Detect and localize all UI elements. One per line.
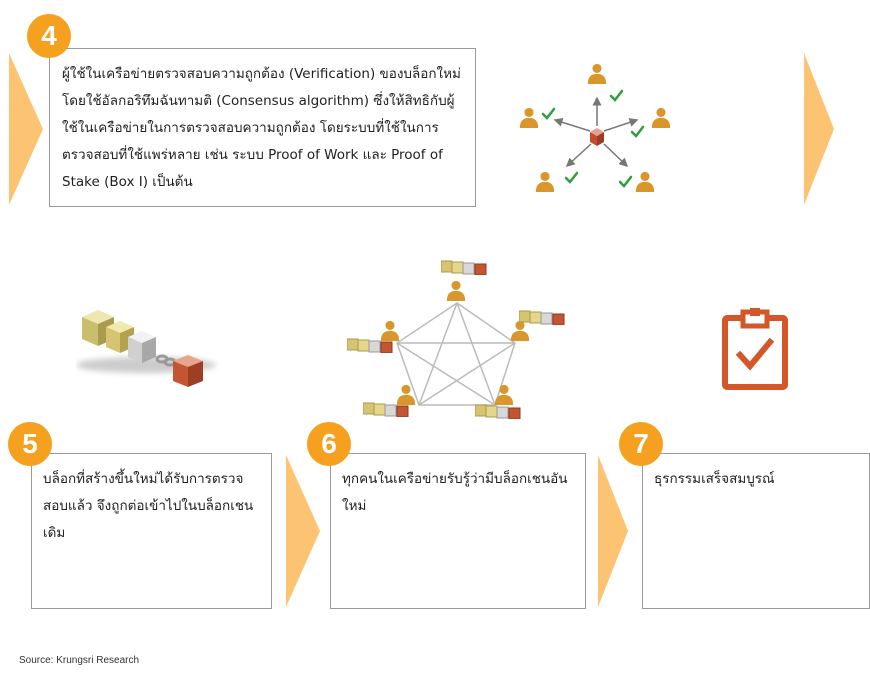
step-5-box: บล็อกที่สร้างขึ้นใหม่ได้รับการตรวจสอบแล้… (31, 453, 272, 609)
step-6-text: ทุกคนในเครือข่ายรับรู้ว่ามีบล็อกเชนอันให… (342, 471, 568, 514)
step-6-badge: 6 (307, 422, 351, 466)
step-7-text: ธุรกรรมเสร็จสมบูรณ์ (654, 471, 775, 487)
arrow-chevron-left (9, 53, 43, 205)
step-6-box: ทุกคนในเครือข่ายรับรู้ว่ามีบล็อกเชนอันให… (330, 453, 586, 609)
step-7-badge: 7 (619, 422, 663, 466)
arrow-chevron-step7 (598, 455, 628, 607)
cube-icon (173, 355, 203, 387)
verification-network-illustration (519, 63, 671, 192)
arrow-chevron-right (804, 53, 834, 205)
cube-icon (128, 331, 156, 363)
cube-icon (82, 310, 114, 346)
cube-icon (590, 128, 604, 146)
step-4-text: ผู้ใช้ในเครือข่ายตรวจสอบความถูกต้อง (Ver… (62, 66, 461, 190)
clipboard-check-icon (722, 308, 788, 390)
step-4-box: ผู้ใช้ในเครือข่ายตรวจสอบความถูกต้อง (Ver… (49, 48, 476, 207)
arrow-chevron-step6 (286, 455, 320, 607)
source-note: Source: Krungsri Research (19, 655, 140, 666)
step-4-badge: 4 (27, 14, 71, 58)
blockchain-append-illustration (76, 310, 216, 387)
cube-icon (106, 321, 134, 353)
step-5-badge: 5 (8, 422, 52, 466)
network-broadcast-illustration (347, 260, 565, 419)
step-5-text: บล็อกที่สร้างขึ้นใหม่ได้รับการตรวจสอบแล้… (43, 471, 254, 541)
step-7-box: ธุรกรรมเสร็จสมบูรณ์ (642, 453, 870, 609)
